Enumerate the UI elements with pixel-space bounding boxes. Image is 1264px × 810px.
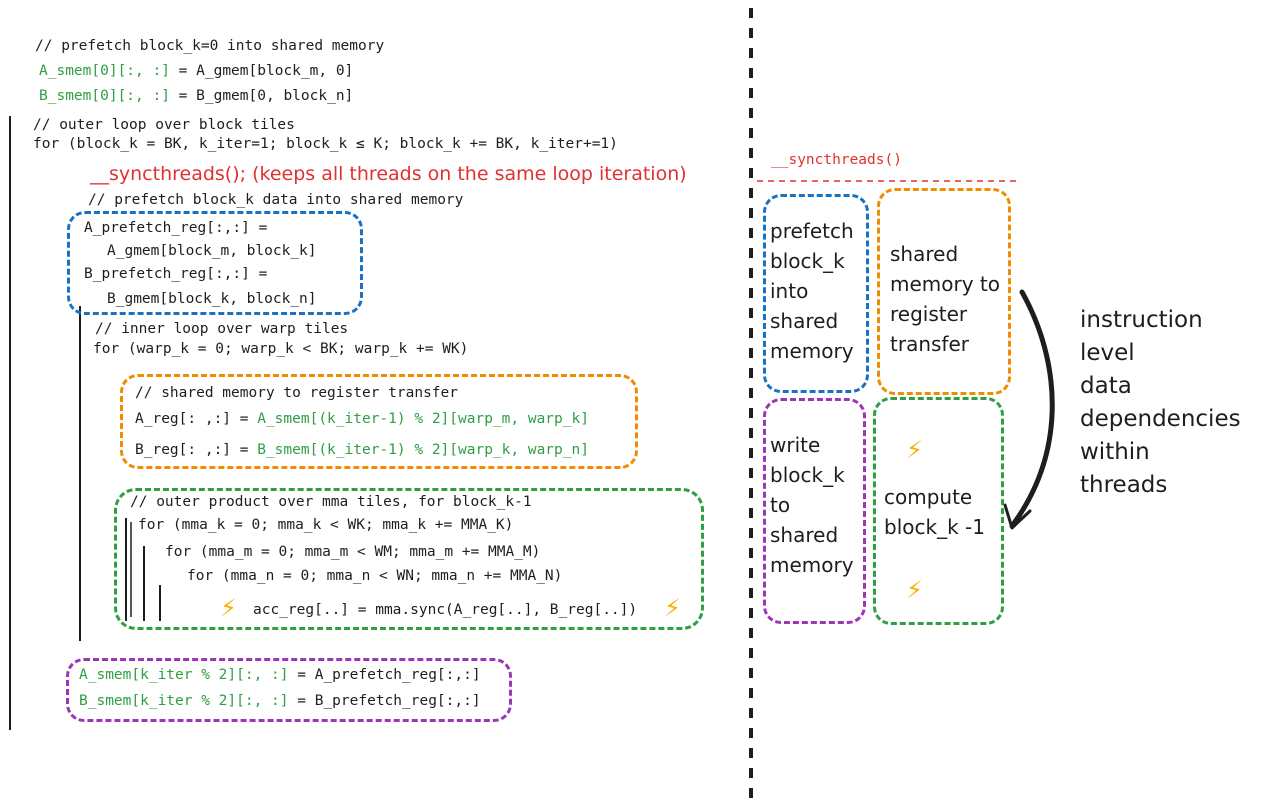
inner-loop-comment: // inner loop over warp tiles bbox=[95, 321, 349, 337]
mma-sync-line: acc_reg[..] = mma.sync(A_reg[..], B_reg[… bbox=[253, 602, 638, 618]
stage-prefetch-line: prefetch bbox=[770, 219, 854, 243]
b-smem-write-rhs: = B_prefetch_reg[:,:] bbox=[297, 693, 481, 709]
a-smem-init-rhs: = A_gmem[block_m, 0] bbox=[169, 63, 354, 79]
dependency-label: instruction level data dependencies with… bbox=[1080, 304, 1241, 502]
stage-prefetch-box bbox=[763, 194, 869, 393]
stage-write-line: write bbox=[770, 433, 821, 457]
b-smem-init-lhs: B_smem[0][:, :] bbox=[39, 88, 170, 104]
mma-box bbox=[114, 488, 704, 630]
stage-prefetch-line: into bbox=[770, 279, 809, 303]
lightning-icon: ⚡ bbox=[220, 594, 237, 622]
stage-write-line: to bbox=[770, 493, 791, 517]
stage-write-line: block_k bbox=[770, 463, 845, 487]
inner-loop-for: for (warp_k = 0; warp_k < BK; warp_k += … bbox=[93, 341, 469, 357]
dependency-line: level bbox=[1080, 340, 1135, 366]
b-prefetch-line-1: B_prefetch_reg[:,:] = bbox=[84, 266, 268, 282]
stage-smem-reg-line: shared bbox=[890, 242, 959, 266]
a-smem-write-lhs: A_smem[k_iter % 2][:, :] bbox=[79, 667, 289, 683]
dependency-line: data bbox=[1080, 373, 1132, 399]
outer-loop-line bbox=[9, 116, 11, 730]
outer-loop-for: for (block_k = BK, k_iter=1; block_k ≤ K… bbox=[33, 136, 618, 152]
smem-to-reg-box bbox=[120, 374, 638, 469]
a-smem-init-lhs: A_smem[0][:, :] bbox=[39, 63, 170, 79]
stage-smem-reg-label: shared memory to register transfer bbox=[890, 239, 1000, 359]
lightning-icon: ⚡ bbox=[664, 594, 681, 622]
prefetch-comment: // prefetch block_k=0 into shared memory bbox=[35, 38, 385, 54]
stage-prefetch-line: block_k bbox=[770, 249, 845, 273]
dependency-line: instruction bbox=[1080, 307, 1203, 333]
smem-reg-comment: // shared memory to register transfer bbox=[135, 385, 459, 401]
stage-compute-box bbox=[873, 397, 1004, 625]
stage-smem-reg-line: transfer bbox=[890, 332, 969, 356]
dependency-line: within bbox=[1080, 439, 1150, 465]
dependency-line: dependencies bbox=[1080, 406, 1241, 432]
a-prefetch-line-2: A_gmem[block_m, block_k] bbox=[107, 243, 317, 259]
stage-compute-label: compute block_k -1 bbox=[884, 482, 985, 542]
mma-m-for: for (mma_m = 0; mma_m < WM; mma_m += MMA… bbox=[165, 544, 541, 560]
b-reg-lhs: B_reg[: ,:] = bbox=[135, 442, 258, 458]
stage-prefetch-label: prefetch block_k into shared memory bbox=[770, 216, 854, 366]
stage-prefetch-line: shared bbox=[770, 309, 839, 333]
a-reg-lhs: A_reg[: ,:] = bbox=[135, 411, 258, 427]
stage-write-line: shared bbox=[770, 523, 839, 547]
a-reg-line: A_reg[: ,:] = A_smem[(k_iter-1) % 2][war… bbox=[135, 410, 589, 428]
stage-write-box bbox=[763, 398, 866, 624]
sync-label: __syncthreads() bbox=[771, 152, 902, 168]
stage-compute-line: block_k -1 bbox=[884, 515, 985, 539]
a-reg-rhs: A_smem[(k_iter-1) % 2][warp_m, warp_k] bbox=[257, 411, 589, 427]
outer-product-comment: // outer product over mma tiles, for blo… bbox=[130, 494, 532, 510]
b-prefetch-line-2: B_gmem[block_k, block_n] bbox=[107, 291, 317, 307]
lightning-icon: ⚡ bbox=[906, 436, 923, 464]
smem-write-box bbox=[66, 658, 512, 722]
sync-note: __syncthreads(); (keeps all threads on t… bbox=[90, 163, 687, 185]
prefetch-box bbox=[67, 211, 363, 315]
b-smem-init: B_smem[0][:, :] = B_gmem[0, block_n] bbox=[39, 87, 353, 105]
lightning-icon: ⚡ bbox=[906, 576, 923, 604]
dependency-line: threads bbox=[1080, 472, 1168, 498]
a-smem-write-rhs: = A_prefetch_reg[:,:] bbox=[297, 667, 481, 683]
b-smem-write-lhs: B_smem[k_iter % 2][:, :] bbox=[79, 693, 289, 709]
b-reg-rhs: B_smem[(k_iter-1) % 2][warp_k, warp_n] bbox=[257, 442, 589, 458]
stage-smem-reg-line: register bbox=[890, 302, 968, 326]
a-smem-init: A_smem[0][:, :] = A_gmem[block_m, 0] bbox=[39, 62, 353, 80]
b-smem-write: B_smem[k_iter % 2][:, :] = B_prefetch_re… bbox=[79, 692, 481, 710]
outer-loop-comment: // outer loop over block tiles bbox=[33, 117, 295, 133]
stage-smem-reg-box bbox=[877, 188, 1011, 395]
b-reg-line: B_reg[: ,:] = B_smem[(k_iter-1) % 2][war… bbox=[135, 441, 589, 459]
prefetch-k-comment: // prefetch block_k data into shared mem… bbox=[88, 192, 464, 208]
mma-n-for: for (mma_n = 0; mma_n < WN; mma_n += MMA… bbox=[187, 568, 563, 584]
a-prefetch-line-1: A_prefetch_reg[:,:] = bbox=[84, 220, 268, 236]
dependency-arrowhead bbox=[1003, 503, 1032, 530]
mma-k-for: for (mma_k = 0; mma_k < WK; mma_k += MMA… bbox=[138, 517, 514, 533]
stage-prefetch-line: memory bbox=[770, 339, 854, 363]
a-smem-write: A_smem[k_iter % 2][:, :] = A_prefetch_re… bbox=[79, 666, 481, 684]
stage-smem-reg-line: memory to bbox=[890, 272, 1000, 296]
dependency-arrow bbox=[1009, 289, 1055, 529]
b-smem-init-rhs: = B_gmem[0, block_n] bbox=[169, 88, 354, 104]
stage-compute-line: compute bbox=[884, 485, 973, 509]
stage-write-label: write block_k to shared memory bbox=[770, 430, 854, 580]
stage-write-line: memory bbox=[770, 553, 854, 577]
inner-loop-line bbox=[79, 306, 81, 641]
